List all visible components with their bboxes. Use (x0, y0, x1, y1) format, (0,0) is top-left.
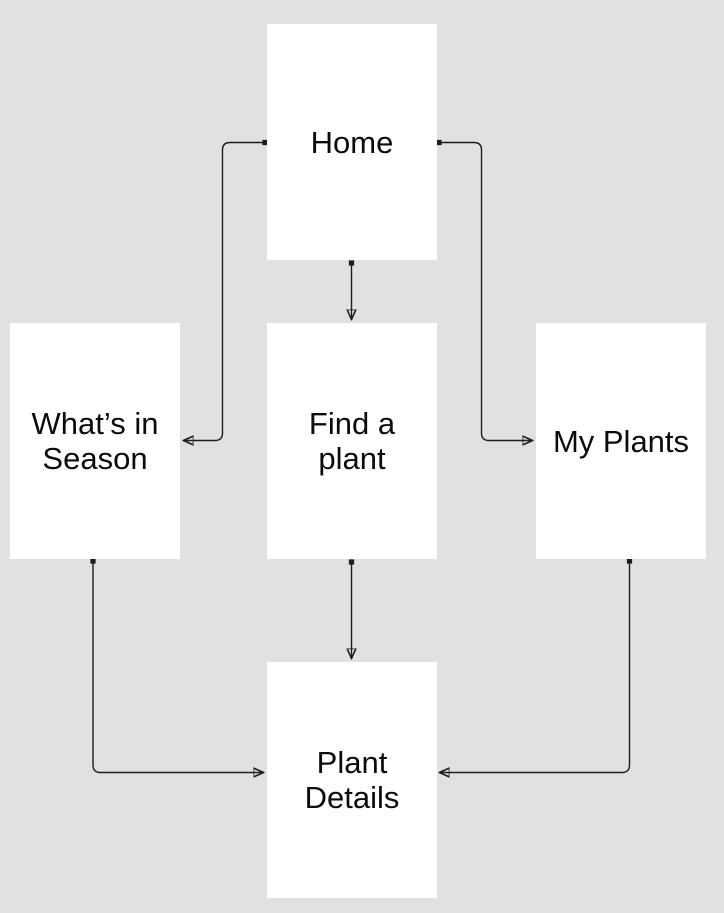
node-plant-details-label-line: Plant (316, 745, 388, 780)
connector-my-plants-to-plant-details (440, 561, 630, 773)
node-my-plants-label-line: My Plants (552, 423, 690, 459)
connector-home-to-my-plants (439, 143, 532, 441)
node-find-a-plant-label-line: Find a (308, 406, 396, 441)
node-plant-details-label: Plant Details (305, 745, 400, 815)
node-whats-in-season-label: What’s in Season (32, 406, 159, 476)
connector-home-to-whats-in-season (184, 143, 265, 441)
node-find-a-plant-label-line: plant (318, 441, 386, 476)
node-whats-in-season[interactable]: What’s in Season (10, 323, 180, 559)
node-home-label-line: Home (310, 124, 394, 160)
node-find-a-plant-label: Find a plant (309, 406, 395, 476)
node-find-a-plant[interactable]: Find a plant (267, 323, 437, 559)
node-plant-details[interactable]: Plant Details (267, 662, 437, 898)
node-my-plants-label: My Plants (553, 424, 689, 459)
node-home[interactable]: Home (267, 24, 437, 260)
node-whats-in-season-label-line: Season (42, 441, 148, 476)
node-my-plants[interactable]: My Plants (536, 323, 706, 559)
node-home-label: Home (311, 125, 394, 160)
connector-whats-in-season-to-plant-details (93, 561, 263, 773)
node-whats-in-season-label-line: What’s in (31, 406, 159, 441)
node-plant-details-label-line: Details (304, 780, 400, 815)
